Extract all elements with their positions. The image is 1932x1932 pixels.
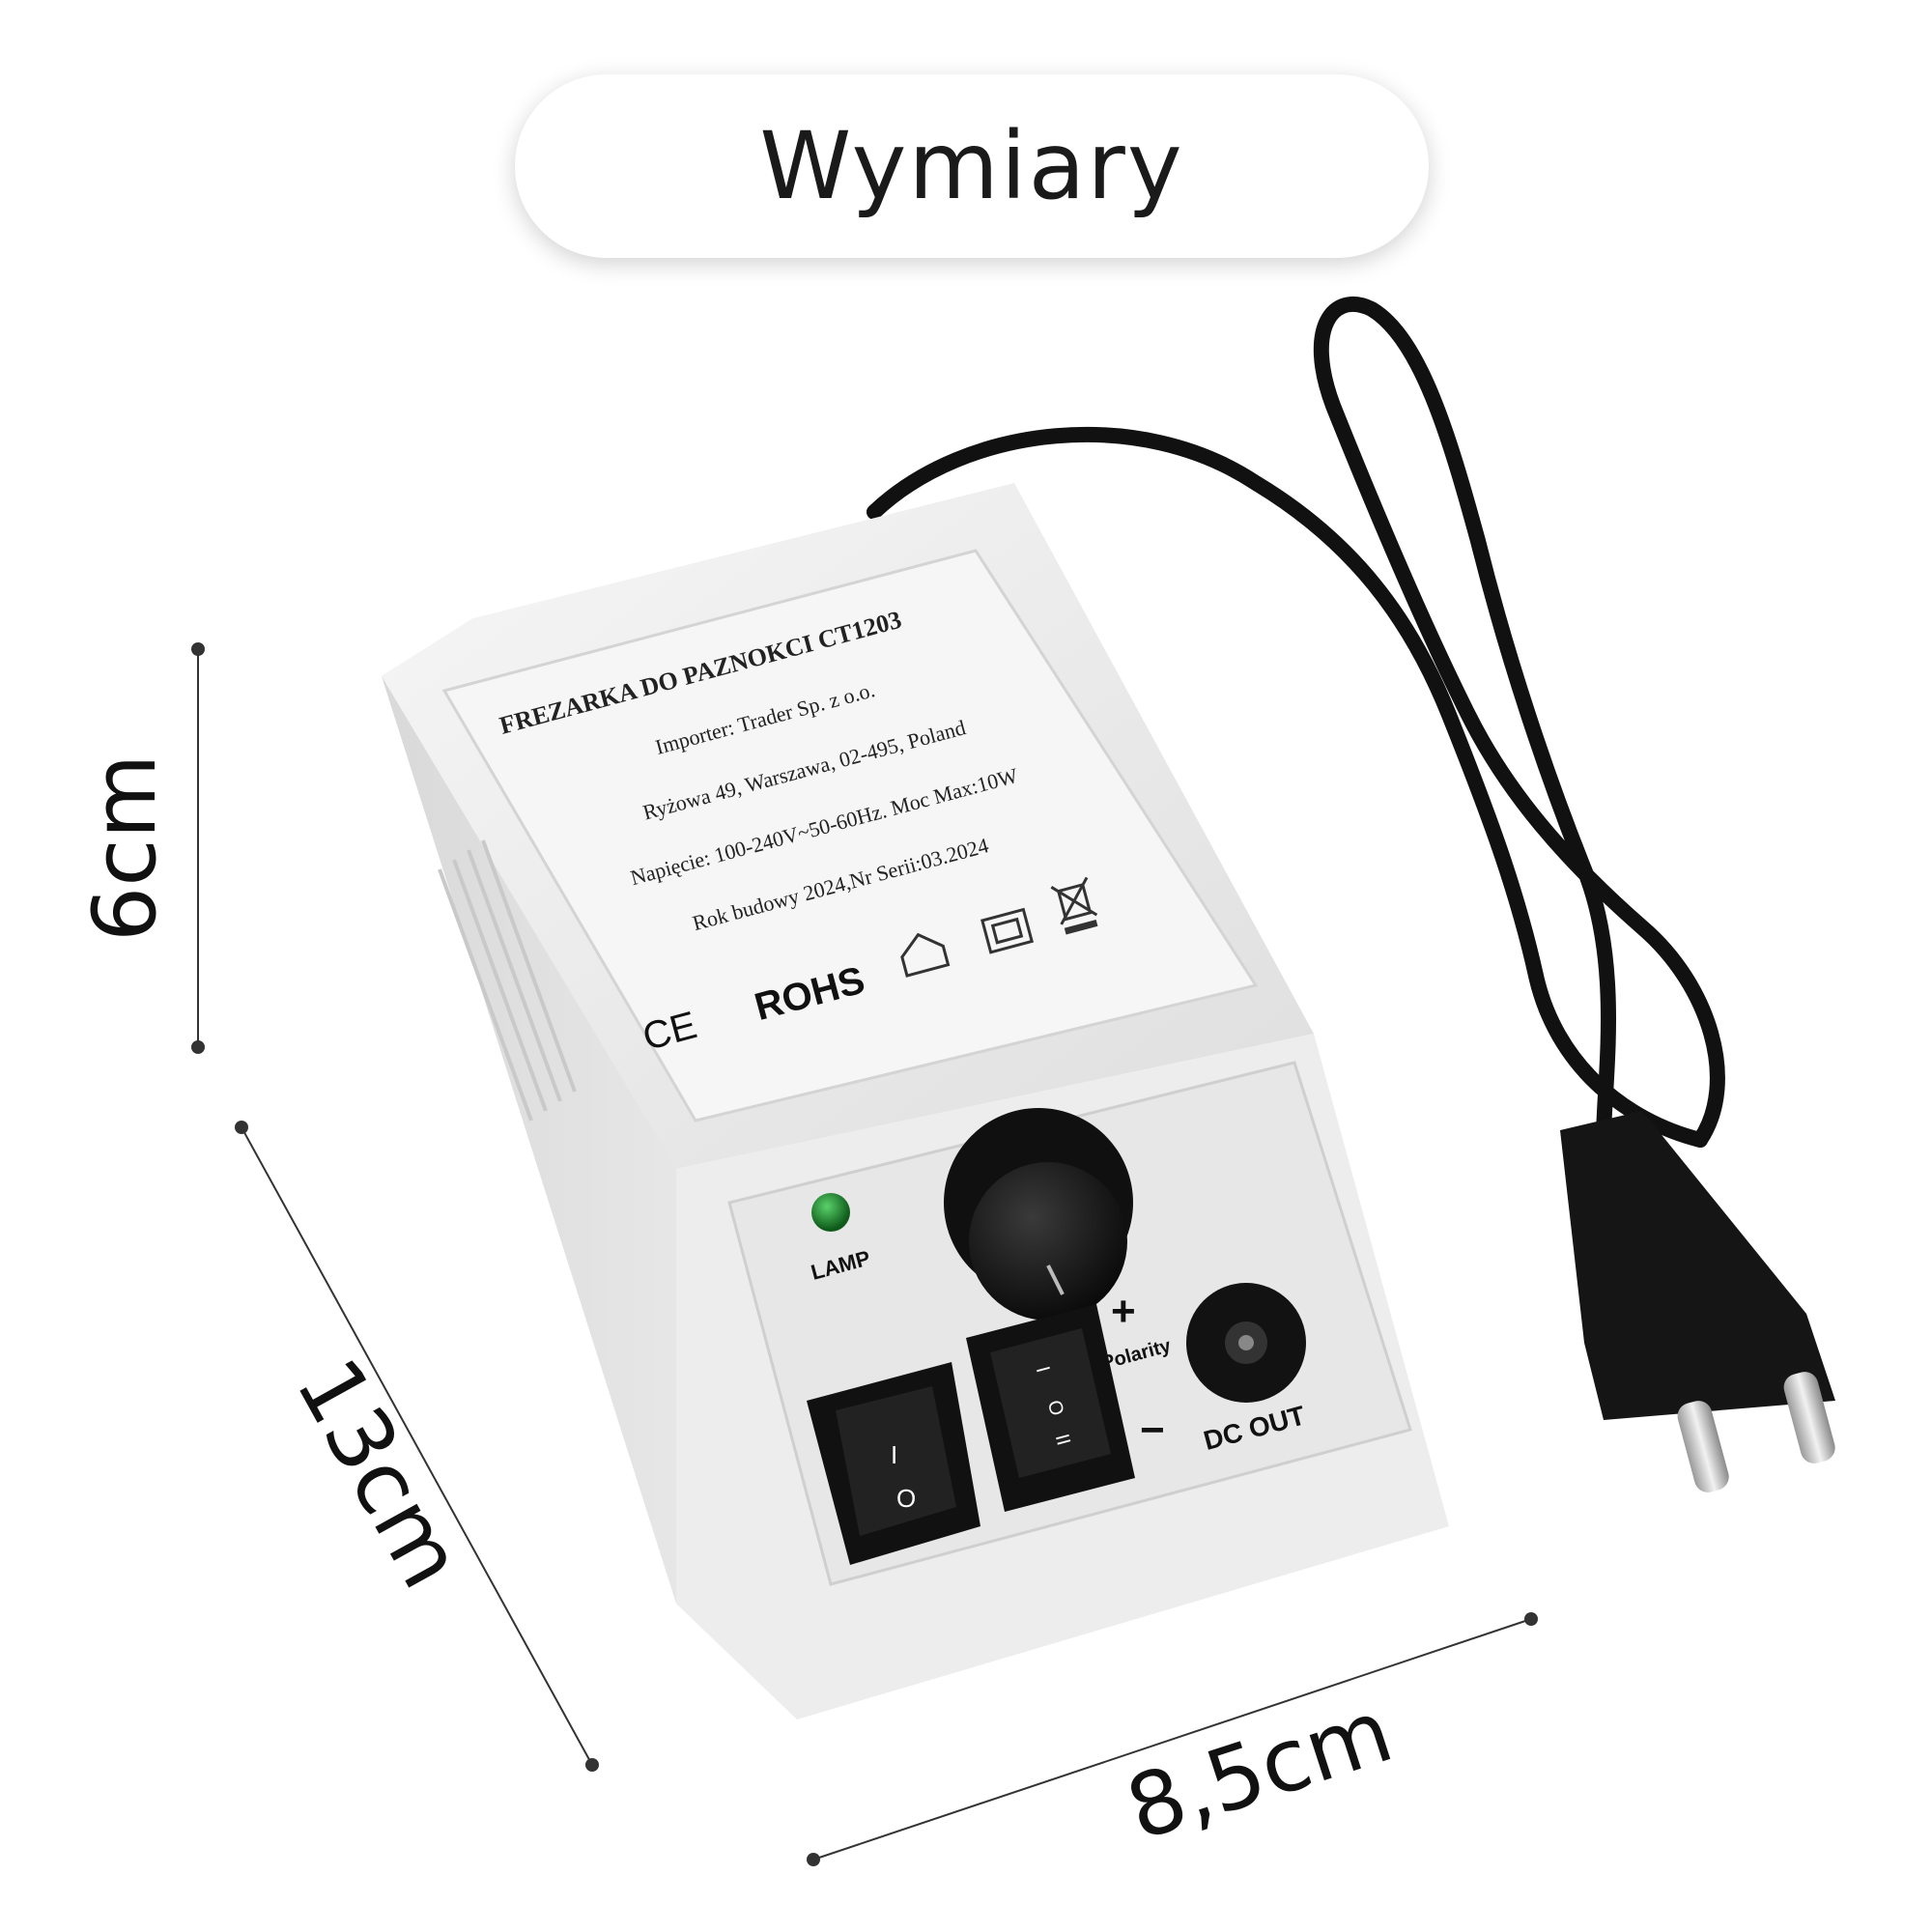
width-dimension-label: 8,5cm xyxy=(1115,1680,1404,1860)
power-switch[interactable]: I O xyxy=(807,1362,980,1565)
power-switch-on: I xyxy=(891,1440,897,1469)
direction-switch-bottom: II xyxy=(1051,1432,1074,1447)
direction-switch-mid: O xyxy=(1043,1398,1067,1418)
indoor-use-icon xyxy=(900,932,951,978)
product-label: FREZARKA DO PAZNOKCI CT1203 Importer: Tr… xyxy=(441,549,1259,1122)
side-vents xyxy=(438,839,577,1122)
euro-plug xyxy=(1560,1111,1835,1492)
polarity-plus: + xyxy=(1111,1288,1136,1335)
speed-knob[interactable] xyxy=(944,1108,1133,1321)
polarity-minus: − xyxy=(1140,1406,1165,1454)
direction-switch-top: I xyxy=(1032,1364,1054,1375)
weee-bin-icon xyxy=(1050,876,1098,935)
height-dimension-label: 6cm xyxy=(74,754,176,942)
dc-out-socket[interactable] xyxy=(1186,1283,1306,1403)
depth-dimension: 13cm xyxy=(235,1121,599,1772)
power-cable xyxy=(867,297,1725,1148)
double-insulation-icon xyxy=(980,907,1035,954)
title-banner: Wymiary xyxy=(515,74,1429,258)
control-panel: LAMP + Polarity − DC OUT I O I O II xyxy=(727,1061,1412,1586)
lamp-led xyxy=(811,1193,850,1232)
direction-switch[interactable]: I O II xyxy=(966,1304,1135,1512)
depth-dimension-label: 13cm xyxy=(276,1343,483,1605)
height-dimension: 6cm xyxy=(74,642,205,1054)
power-switch-off: O xyxy=(896,1484,916,1513)
